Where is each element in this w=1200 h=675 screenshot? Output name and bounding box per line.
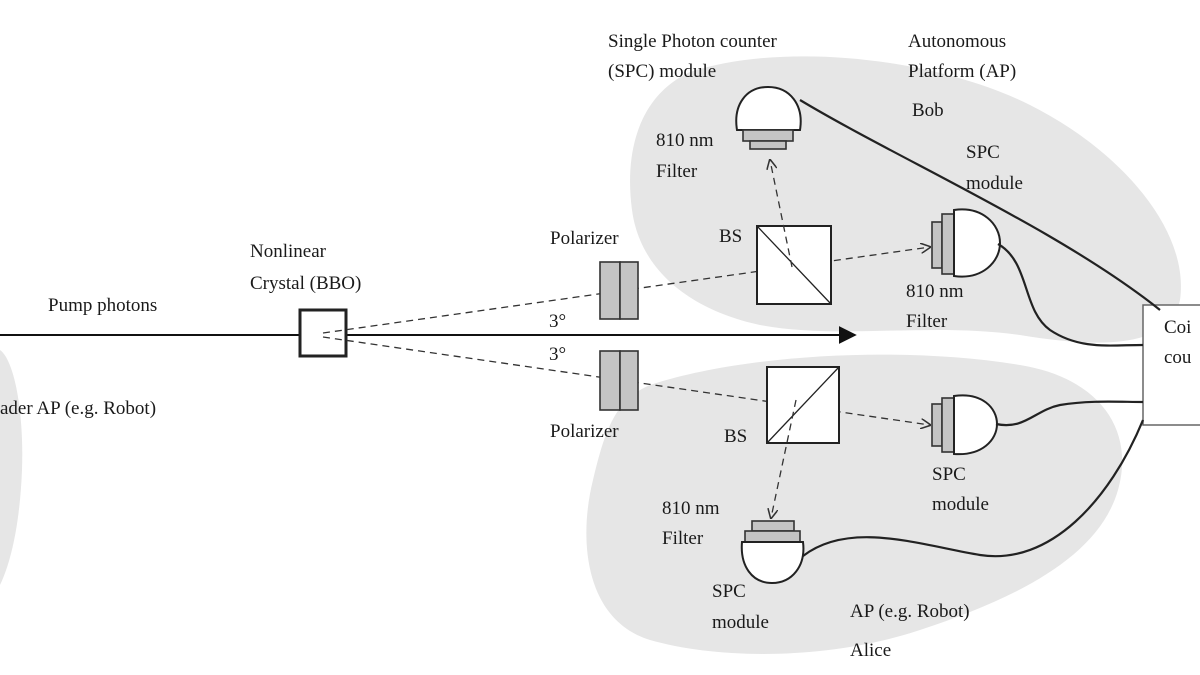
polarizer-top <box>599 261 639 320</box>
polarizer-bottom-label: Polarizer <box>550 421 619 442</box>
bs-top-label: BS <box>719 226 742 247</box>
leader-ap-label: ader AP (e.g. Robot) <box>0 398 156 419</box>
cable-right-top-spc <box>997 243 1144 347</box>
spc-right-bottom-label-line2: module <box>932 494 989 515</box>
cable-top-spc <box>799 99 1161 311</box>
cable-bottom-spc <box>802 419 1145 558</box>
ap-label-line1: Autonomous <box>908 31 1006 52</box>
coincidence-label-line2: cou <box>1164 347 1192 368</box>
alice-label: Alice <box>850 640 891 661</box>
coincidence-label-line1: Coi <box>1164 317 1191 338</box>
angle-top-label: 3° <box>549 311 566 332</box>
leader-ap-region <box>0 350 23 585</box>
spc-right-top-label-line2: module <box>966 173 1023 194</box>
ap-label-line2: Platform (AP) <box>908 61 1016 82</box>
cable-right-bottom-spc <box>995 400 1144 427</box>
spc-detector-top <box>735 85 802 150</box>
filter-bottom-label-line1: 810 nm <box>662 498 720 519</box>
spc-right-top-label-line1: SPC <box>966 142 1000 163</box>
coincidence-counter-box <box>1142 304 1200 426</box>
spc-bottom-label-line1: SPC <box>712 581 746 602</box>
filter-bottom-label-line2: Filter <box>662 528 704 549</box>
bs-bottom-label: BS <box>724 426 747 447</box>
pump-photons-label: Pump photons <box>48 295 157 316</box>
lower-reflected-path <box>771 399 797 518</box>
polarizer-bottom <box>599 350 639 411</box>
spc-detector-right-top <box>931 208 1002 278</box>
spc-detector-right-bottom <box>931 394 999 456</box>
spc-top-label-line2: (SPC) module <box>608 61 716 82</box>
filter-top-label-line1: 810 nm <box>656 130 714 151</box>
spc-right-bottom-label-line1: SPC <box>932 464 966 485</box>
bob-label: Bob <box>912 100 944 121</box>
spc-bottom-label-line2: module <box>712 612 769 633</box>
beam-splitter-bottom <box>766 366 840 444</box>
beam-splitter-top <box>756 225 832 305</box>
upper-reflected-path <box>770 160 793 268</box>
spc-top-label-line1: Single Photon counter <box>608 31 778 52</box>
crystal-label-line2: Crystal (BBO) <box>250 273 361 294</box>
crystal-label-line1: Nonlinear <box>250 241 327 262</box>
angle-bottom-label: 3° <box>549 344 566 365</box>
ap-robot-label: AP (e.g. Robot) <box>850 601 970 622</box>
filter-top-label-line2: Filter <box>656 161 698 182</box>
polarizer-top-label: Polarizer <box>550 228 619 249</box>
filter-right-label-line1: 810 nm <box>906 281 964 302</box>
filter-right-label-line2: Filter <box>906 311 948 332</box>
spc-detector-bottom <box>740 520 805 585</box>
